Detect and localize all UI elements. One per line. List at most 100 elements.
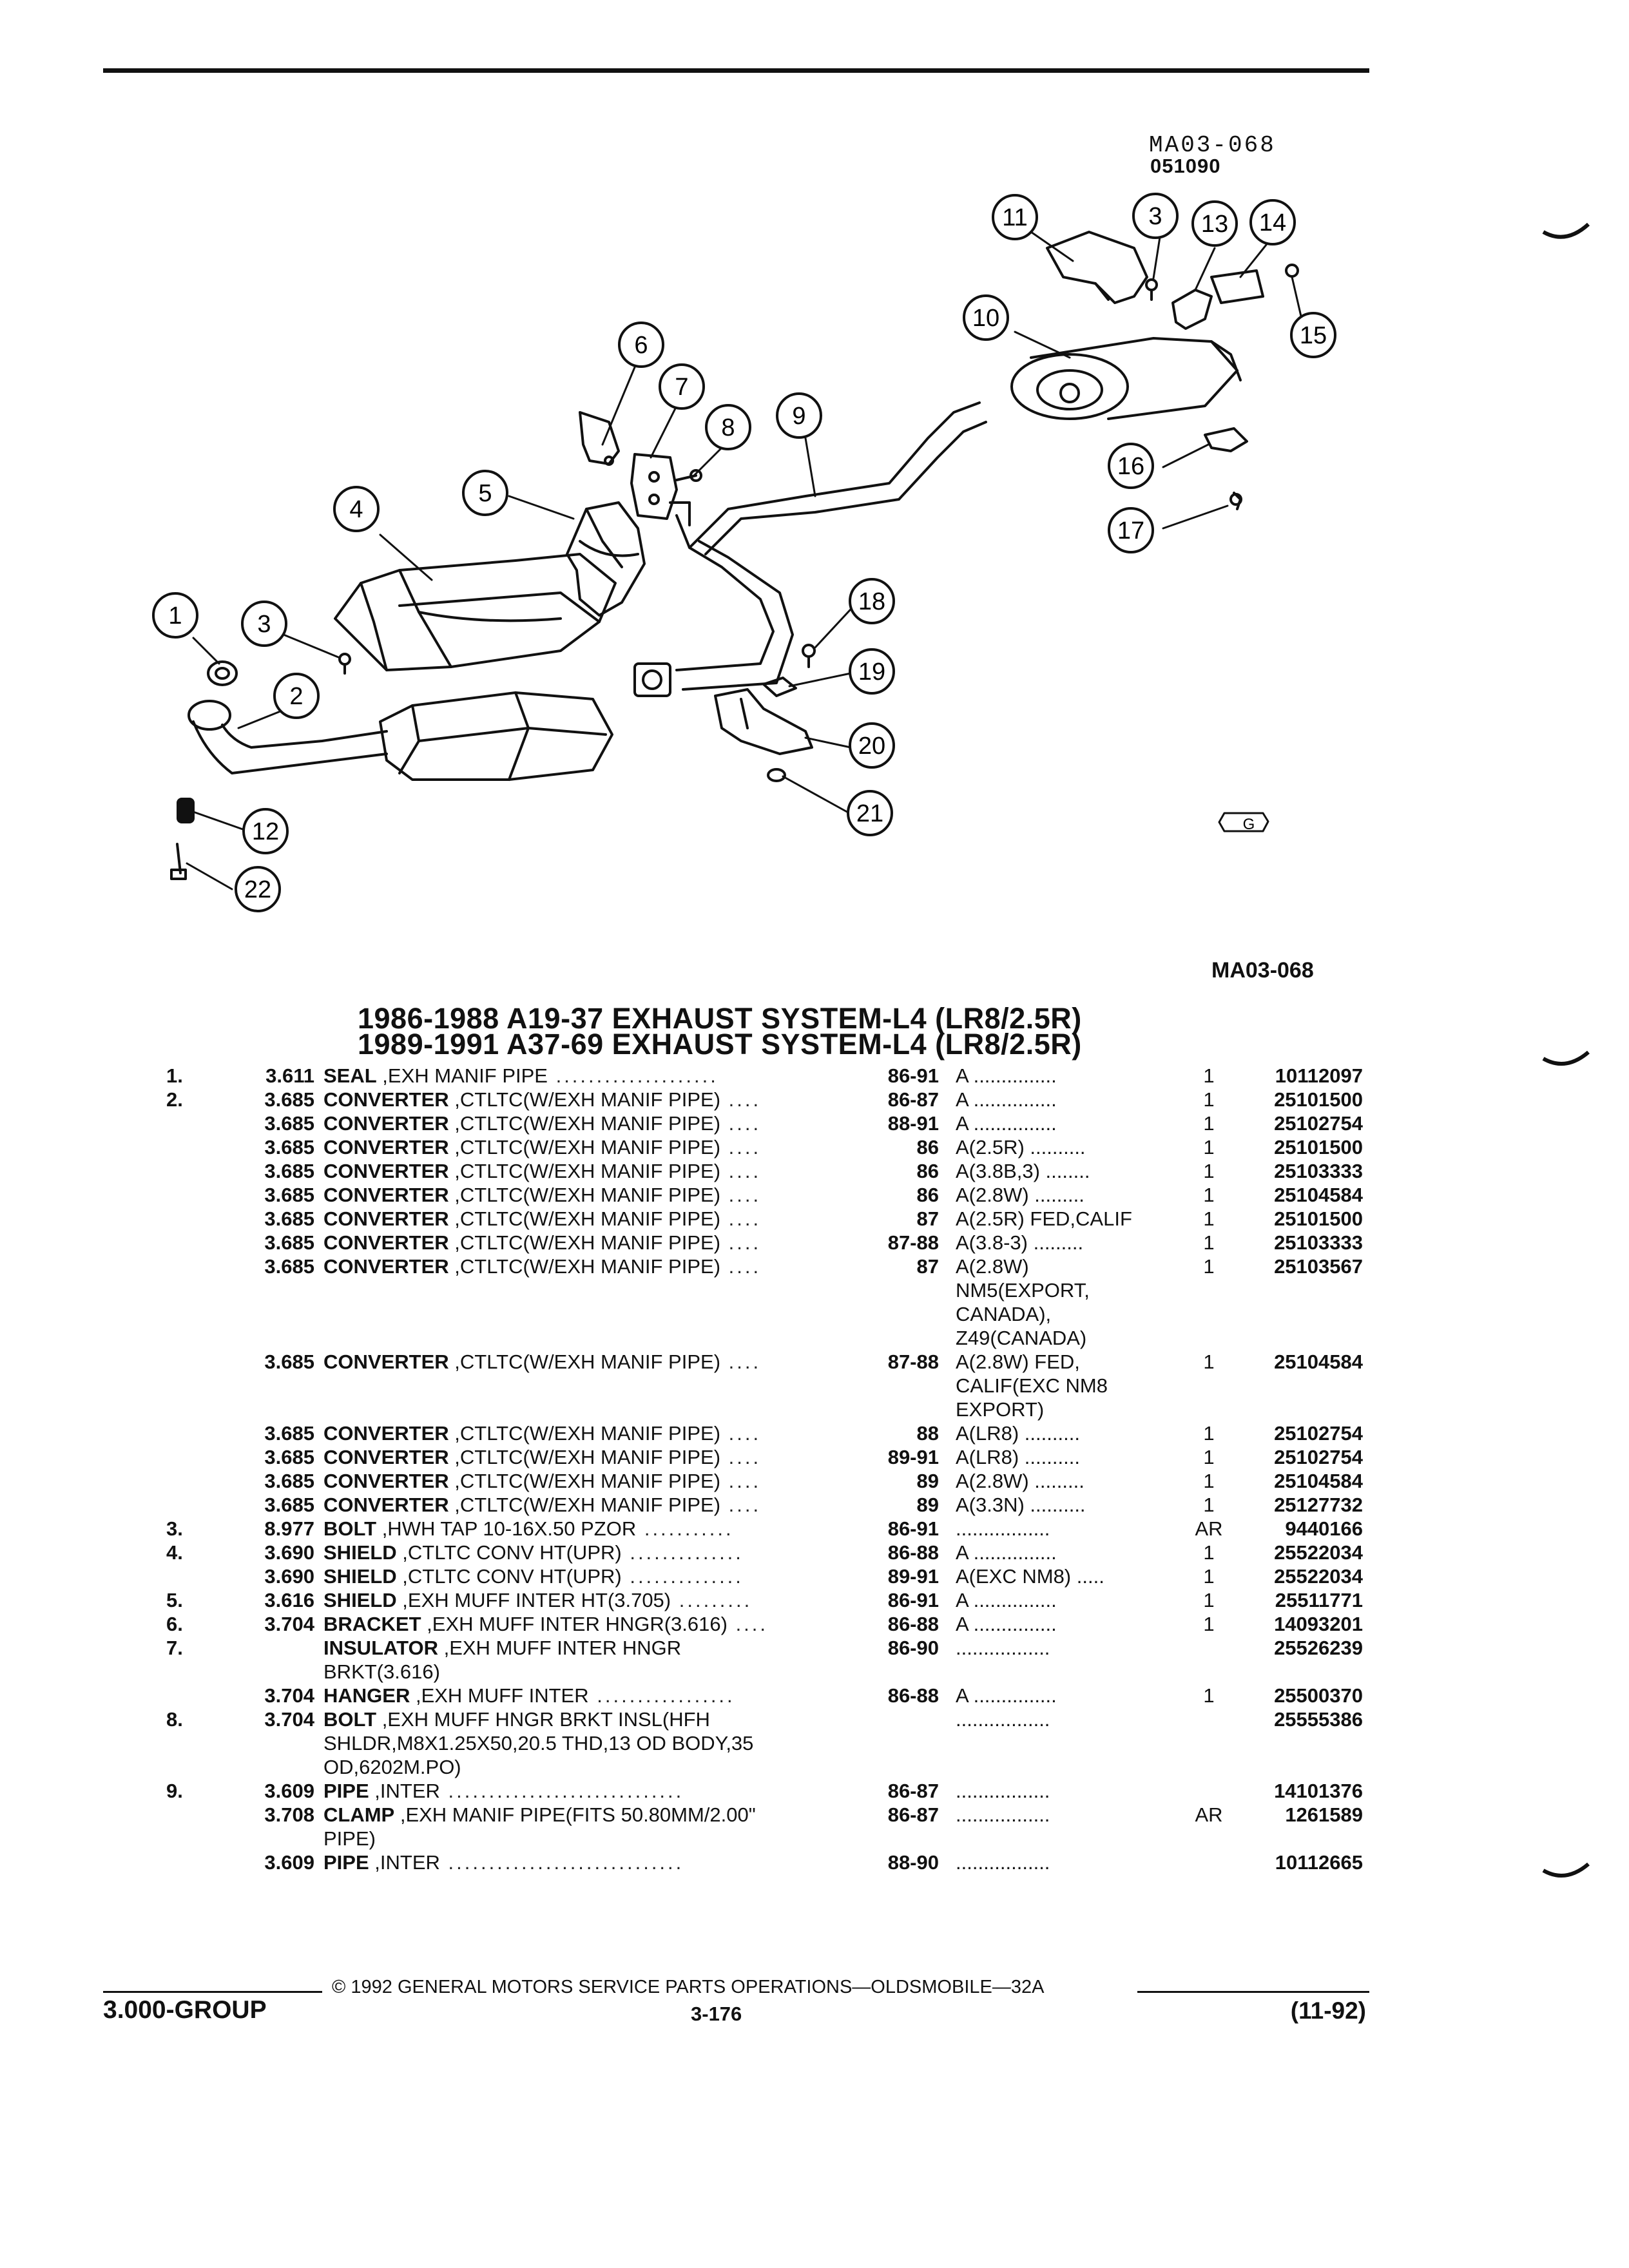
part-description: CONVERTER ,CTLTC(W/EXH MANIF PIPE) .... xyxy=(323,1446,839,1469)
part-spec: ,EXH MUFF INTER xyxy=(410,1684,589,1707)
quantity: AR xyxy=(1195,1517,1223,1540)
leader-dots: .............. xyxy=(621,1541,744,1564)
usage-note: A(2.8W) FED, xyxy=(956,1350,1080,1373)
part-number: 9440166 xyxy=(1285,1517,1363,1540)
part-description: PIPE) xyxy=(323,1827,839,1850)
part-spec: ,CTLTC(W/EXH MANIF PIPE) xyxy=(448,1422,721,1445)
margin-mark xyxy=(1542,1862,1590,1878)
part-spec: ,CTLTC(W/EXH MANIF PIPE) xyxy=(448,1160,721,1182)
part-number: 1261589 xyxy=(1285,1803,1363,1826)
callout-label: 7 xyxy=(675,374,688,401)
model-years: 86-91 xyxy=(887,1589,939,1611)
quantity: 1 xyxy=(1203,1184,1215,1206)
callout-21: 21 xyxy=(847,790,893,836)
part-name: CONVERTER xyxy=(323,1470,449,1492)
part-description: CONVERTER ,CTLTC(W/EXH MANIF PIPE) .... xyxy=(323,1470,839,1493)
part-row: CANADA), xyxy=(0,1303,1629,1327)
quantity: 1 xyxy=(1203,1541,1215,1564)
usage-note: CANADA), xyxy=(956,1303,1052,1325)
usage-note: A(2.5R) FED,CALIF xyxy=(956,1207,1132,1230)
callout-10: 10 xyxy=(963,294,1009,341)
part-description: SHIELD ,CTLTC CONV HT(UPR) .............… xyxy=(323,1565,839,1588)
top-rule xyxy=(103,68,1369,73)
quantity: 1 xyxy=(1203,1470,1215,1492)
usage-note: ................. xyxy=(956,1637,1050,1659)
callout-6: 6 xyxy=(618,322,664,368)
part-row: CALIF(EXC NM8 xyxy=(0,1374,1629,1398)
part-number: 10112097 xyxy=(1275,1064,1363,1087)
part-spec: ,CTLTC CONV HT(UPR) xyxy=(396,1541,622,1564)
seal-part xyxy=(207,660,238,686)
callout-label: 22 xyxy=(244,876,271,903)
part-spec: ,CTLTC(W/EXH MANIF PIPE) xyxy=(448,1231,721,1254)
part-spec: ,CTLTC(W/EXH MANIF PIPE) xyxy=(448,1207,721,1230)
gm-logo xyxy=(1218,812,1269,832)
quantity: 1 xyxy=(1203,1613,1215,1635)
part-row: NM5(EXPORT, xyxy=(0,1279,1629,1303)
part-name: CONVERTER xyxy=(323,1422,449,1445)
part-description: SHIELD ,EXH MUFF INTER HT(3.705) .......… xyxy=(323,1589,839,1612)
part-name: PIPE xyxy=(323,1780,369,1802)
part-name: BRACKET xyxy=(323,1613,421,1635)
callout-label: 10 xyxy=(972,305,999,332)
revision-date: (11-92) xyxy=(1290,1997,1366,2024)
part-name: CONVERTER xyxy=(323,1207,449,1230)
usage-note: A(3.8-3) ......... xyxy=(956,1231,1084,1254)
model-years: 86 xyxy=(916,1184,939,1206)
model-years: 87 xyxy=(916,1207,939,1230)
quantity: 1 xyxy=(1203,1494,1215,1516)
callout-label: 16 xyxy=(1117,453,1144,480)
model-years: 86-90 xyxy=(887,1637,939,1659)
model-years: 88-91 xyxy=(887,1112,939,1135)
group-number: 3.685 xyxy=(264,1231,314,1254)
part-description: SHLDR,M8X1.25X50,20.5 THD,13 OD BODY,35 xyxy=(323,1732,839,1755)
group-number: 3.685 xyxy=(264,1088,314,1111)
part-name: PIPE xyxy=(323,1851,369,1874)
part-description: CONVERTER ,CTLTC(W/EXH MANIF PIPE) .... xyxy=(323,1184,839,1207)
model-years: 86-87 xyxy=(887,1803,939,1826)
quantity: 1 xyxy=(1203,1064,1215,1087)
leader-dots: .... xyxy=(720,1446,762,1468)
model-years: 87-88 xyxy=(887,1350,939,1373)
group-number: 3.685 xyxy=(264,1207,314,1230)
model-years: 89 xyxy=(916,1494,939,1516)
part-description: OD,6202M.PO) xyxy=(323,1756,839,1779)
quantity: 1 xyxy=(1203,1088,1215,1111)
part-name: CONVERTER xyxy=(323,1088,449,1111)
part-name: SHIELD xyxy=(323,1565,397,1588)
part-name: BOLT xyxy=(323,1517,377,1540)
part-number: 25104584 xyxy=(1274,1470,1363,1492)
part-description: CONVERTER ,CTLTC(W/EXH MANIF PIPE) .... xyxy=(323,1136,839,1159)
footer-rule-right xyxy=(1137,1991,1369,1993)
part-spec: ,INTER xyxy=(369,1780,440,1802)
usage-note: Z49(CANADA) xyxy=(956,1327,1087,1349)
leader-dots: .................... xyxy=(547,1064,718,1087)
group-number: 3.685 xyxy=(264,1422,314,1445)
part-number: 10112665 xyxy=(1275,1851,1363,1874)
leader-dots: .... xyxy=(720,1160,762,1182)
part-name: SHIELD xyxy=(323,1589,397,1611)
part-spec: ,CTLTC(W/EXH MANIF PIPE) xyxy=(448,1112,721,1135)
group-number: 3.690 xyxy=(264,1565,314,1588)
callout-label: 4 xyxy=(349,496,363,523)
part-description: CONVERTER ,CTLTC(W/EXH MANIF PIPE) .... xyxy=(323,1112,839,1135)
part-description: CLAMP ,EXH MANIF PIPE(FITS 50.80MM/2.00" xyxy=(323,1803,839,1827)
part-ref-number: 6. xyxy=(166,1613,183,1635)
muffler-part xyxy=(1010,337,1242,420)
leader-dots: ............................. xyxy=(439,1780,684,1802)
part-spec: ,CTLTC(W/EXH MANIF PIPE) xyxy=(448,1470,721,1492)
part-number: 25101500 xyxy=(1274,1088,1363,1111)
group-number: 3.685 xyxy=(264,1160,314,1182)
callout-label: 17 xyxy=(1117,517,1144,544)
bolt-part xyxy=(170,843,187,880)
copyright-notice: © 1992 GENERAL MOTORS SERVICE PARTS OPER… xyxy=(332,1977,1045,1997)
